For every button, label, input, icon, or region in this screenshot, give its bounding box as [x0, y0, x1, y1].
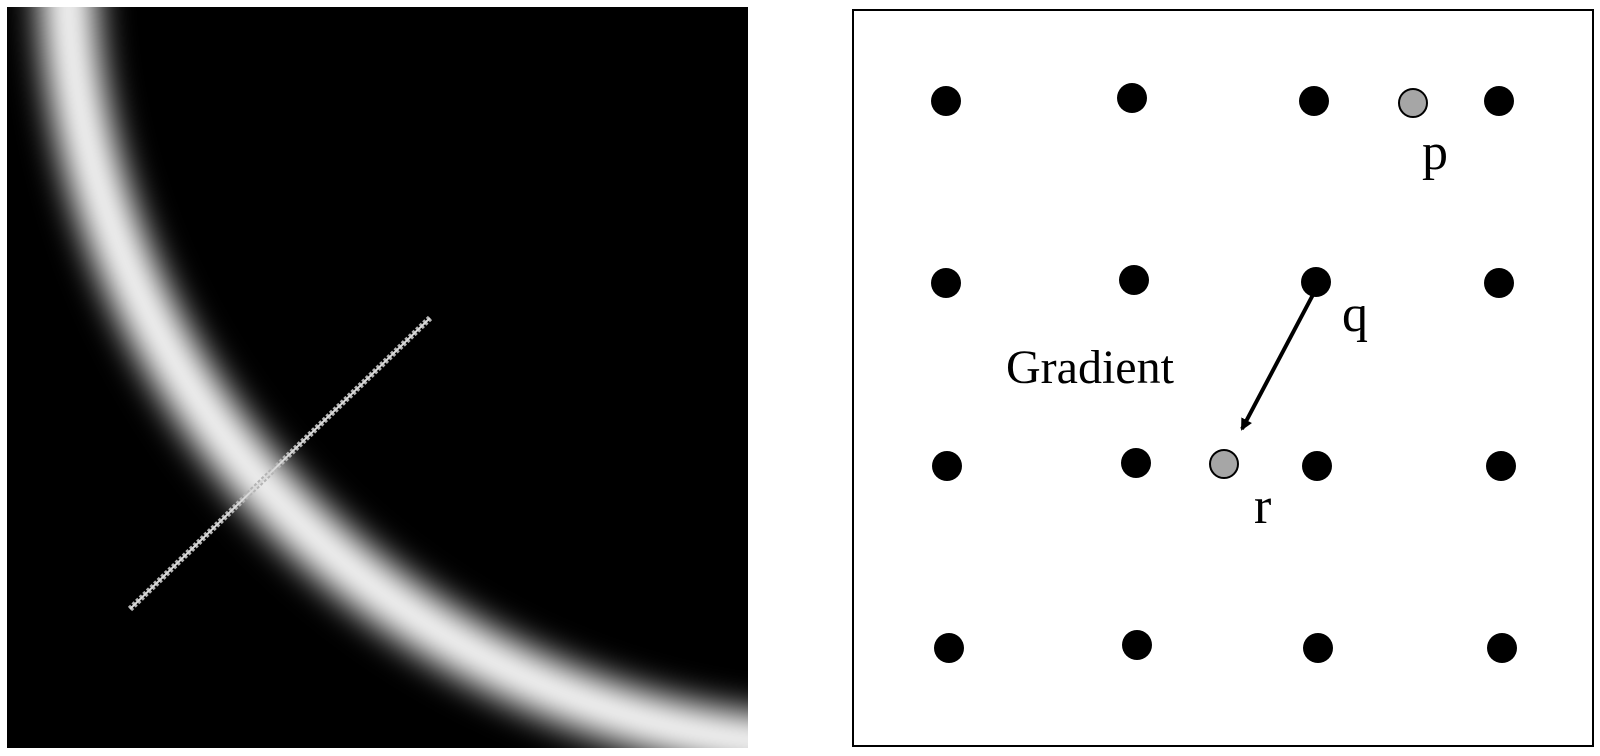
panel-border: [852, 9, 1594, 747]
pixel-dot: [932, 451, 962, 481]
label-q: q: [1342, 286, 1368, 343]
pixel-dot: [931, 268, 961, 298]
pixel-dot: [1486, 451, 1516, 481]
gradient-arrow: [1240, 288, 1318, 431]
pixel-dot: [1484, 268, 1514, 298]
pixel-dot: [1299, 86, 1329, 116]
pixel-dot: [1484, 86, 1514, 116]
probe-line-center: [129, 317, 431, 610]
pixel-dot: [1487, 633, 1517, 663]
pixel-dot: [1121, 448, 1151, 478]
pixel-dot: [1303, 633, 1333, 663]
pixel-dot: [1119, 265, 1149, 295]
image-background: [7, 7, 748, 748]
interpolated-point-r: [1209, 449, 1239, 479]
curved-edge-band: [40, 7, 748, 748]
pixel-dot-q: [1301, 267, 1331, 297]
pixel-grid-panel: p q Gradient r: [852, 9, 1594, 747]
label-gradient: Gradient: [1006, 341, 1175, 394]
pixel-dot: [1122, 630, 1152, 660]
edge-image-panel: [7, 7, 748, 748]
interpolated-point-p: [1398, 88, 1428, 118]
label-p: p: [1422, 124, 1448, 181]
pixel-dot: [931, 86, 961, 116]
label-r: r: [1254, 478, 1271, 535]
pixel-dot: [1117, 83, 1147, 113]
pixel-dot: [1302, 451, 1332, 481]
pixel-dot: [934, 633, 964, 663]
